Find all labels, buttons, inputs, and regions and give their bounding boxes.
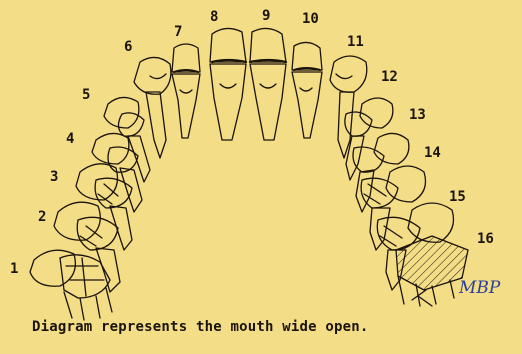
tooth-number-4: 4 [66,132,74,146]
tooth-number-10: 10 [302,12,319,26]
tooth-number-9: 9 [262,9,270,23]
tooth-number-6: 6 [124,40,132,54]
diagram-caption: Diagram represents the mouth wide open. [32,319,369,335]
tooth-number-2: 2 [38,210,46,224]
tooth-16 [396,236,468,306]
tooth-number-15: 15 [449,190,466,204]
tooth-number-12: 12 [381,70,398,84]
tooth-number-7: 7 [174,25,182,39]
tooth-2 [54,202,120,292]
tooth-number-3: 3 [50,170,58,184]
tooth-number-16: 16 [477,232,494,246]
tooth-number-1: 1 [10,262,18,276]
tooth-number-11: 11 [347,35,364,49]
tooth-number-8: 8 [210,10,218,24]
handwritten-initials: MBP [459,278,500,298]
tooth-number-5: 5 [82,88,90,102]
tooth-number-14: 14 [424,146,441,160]
tooth-6 [134,57,171,158]
tooth-8 [210,28,246,140]
tooth-9 [250,28,286,140]
tooth-7 [172,44,200,138]
tooth-10 [292,42,322,138]
tooth-3 [76,164,132,250]
tooth-number-13: 13 [409,108,426,122]
